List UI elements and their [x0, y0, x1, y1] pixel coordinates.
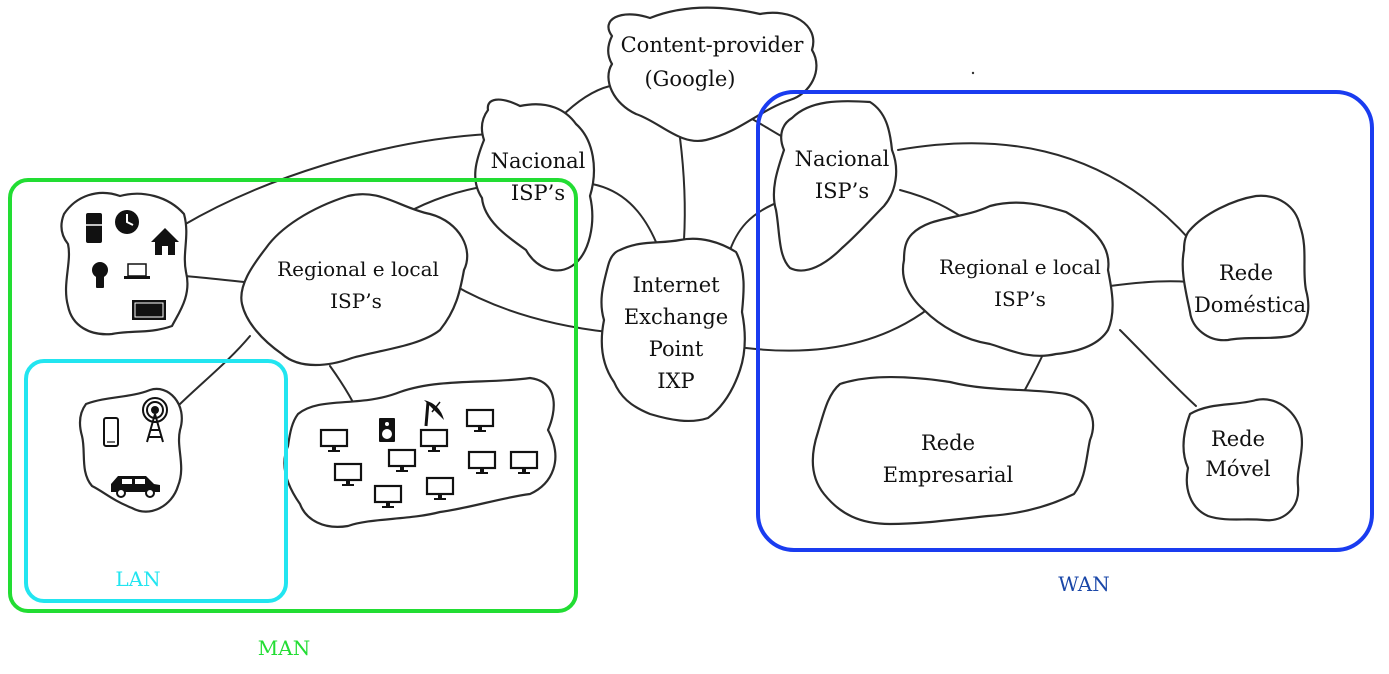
rede-empresarial-line2: Empresarial	[883, 463, 1014, 487]
regional-right-line2: ISP’s	[994, 287, 1046, 311]
monitor-icon	[467, 450, 497, 474]
link-regional-movel	[1119, 329, 1197, 407]
rede-movel-line1: Rede	[1211, 427, 1265, 451]
monitor-icon	[333, 462, 363, 486]
nacional-isp-left-label: Nacional ISP’s	[491, 149, 586, 205]
nacional-right-line1: Nacional	[795, 147, 890, 171]
regional-isp-right-cloud	[901, 201, 1114, 357]
content-provider-label: Content-provider (Google)	[621, 33, 805, 91]
link-nacional-domestica	[897, 142, 1191, 241]
ixp-line4: IXP	[657, 369, 694, 393]
regional-right-line1: Regional e local	[939, 255, 1101, 279]
rede-domestica-label: Rede Doméstica	[1194, 261, 1306, 317]
nacional-left-line2: ISP’s	[511, 181, 565, 205]
regional-isp-right-label: Regional e local ISP’s	[939, 255, 1101, 311]
enterprise-network-icons	[319, 400, 539, 508]
link-regional-mobile	[179, 335, 251, 405]
laptop-icon	[124, 263, 150, 279]
rede-empresarial-line1: Rede	[921, 431, 975, 455]
fridge-icon	[86, 213, 102, 243]
rede-domestica-line1: Rede	[1219, 261, 1273, 285]
rede-movel-line2: Móvel	[1205, 457, 1270, 481]
link-regional-domestica	[1109, 280, 1189, 287]
monitor-icon	[387, 448, 417, 472]
regional-left-line1: Regional e local	[277, 257, 439, 281]
link-home-nacional	[181, 133, 491, 227]
link-nacional-ixp	[591, 183, 657, 243]
monitor-icon	[425, 476, 455, 500]
ixp-cloud	[600, 237, 746, 423]
nacional-left-line1: Nacional	[491, 149, 586, 173]
link-regional-ixp	[451, 283, 609, 333]
monitor-icon	[373, 484, 403, 508]
lan-boundary	[24, 359, 288, 603]
wan-label: WAN	[1058, 572, 1110, 596]
house-icon	[151, 228, 179, 255]
content-provider-line2: (Google)	[644, 67, 735, 91]
tv-icon	[132, 300, 166, 320]
phone-icon	[103, 417, 119, 447]
nacional-isp-left-cloud	[474, 98, 596, 272]
rede-domestica-line2: Doméstica	[1194, 293, 1306, 317]
rede-movel-cloud	[1182, 398, 1304, 522]
rede-domestica-cloud	[1181, 194, 1310, 342]
mobile-network-icons	[103, 397, 168, 498]
stray-dot	[971, 71, 975, 75]
ixp-label: Internet Exchange Point IXP	[624, 273, 728, 393]
man-label: MAN	[258, 636, 310, 660]
rede-empresarial-label: Rede Empresarial	[883, 431, 1014, 487]
monitor-icon	[319, 428, 349, 452]
nacional-isp-right-cloud	[772, 100, 898, 272]
link-content-ixp	[679, 137, 686, 241]
speaker-icon	[379, 418, 395, 442]
clock-icon	[115, 210, 139, 234]
regional-isp-left-cloud	[240, 193, 469, 366]
car-icon	[111, 476, 160, 498]
rede-empresarial-cloud	[811, 375, 1095, 526]
home-network-icons	[86, 210, 179, 320]
content-provider-line1: Content-provider	[621, 33, 805, 57]
nacional-isp-right-label: Nacional ISP’s	[795, 147, 890, 203]
regional-isp-left-label: Regional e local ISP’s	[277, 257, 439, 313]
satellite-dish-icon	[424, 400, 444, 427]
nacional-right-line2: ISP’s	[815, 179, 869, 203]
lightbulb-icon	[92, 262, 108, 288]
wan-boundary	[756, 90, 1374, 552]
monitor-icon	[509, 450, 539, 474]
regional-left-line2: ISP’s	[330, 289, 382, 313]
man-boundary	[8, 178, 578, 613]
link-nacional-content	[559, 85, 611, 119]
ixp-line3: Point	[649, 337, 704, 361]
ixp-line1: Internet	[632, 273, 720, 297]
monitor-icon	[465, 408, 495, 432]
rede-movel-label: Rede Móvel	[1205, 427, 1270, 481]
antenna-tower-icon	[142, 397, 168, 443]
lan-label: LAN	[115, 567, 160, 591]
ixp-line2: Exchange	[624, 305, 728, 329]
monitor-icon	[419, 428, 449, 452]
